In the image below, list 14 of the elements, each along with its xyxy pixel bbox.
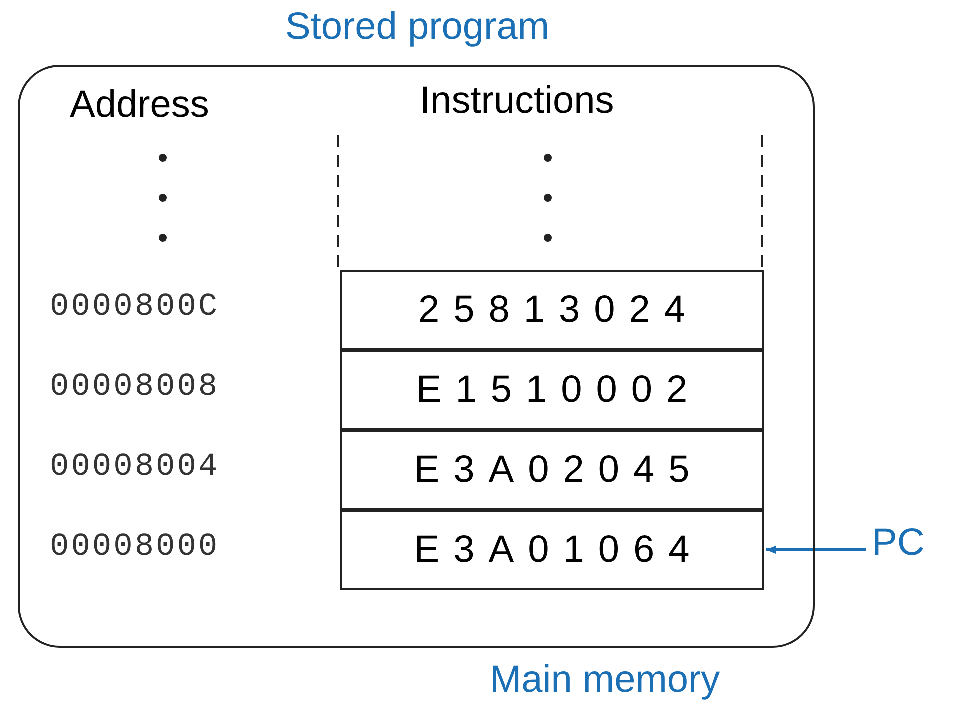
memory-caption: Main memory: [490, 659, 720, 702]
arrow: [766, 546, 866, 554]
memory-cell: E3A02045: [340, 430, 764, 510]
memory-cell: 25813024: [340, 270, 764, 350]
memory-cell: E3A01064: [340, 510, 764, 590]
pointer-label: PC: [872, 522, 925, 565]
address-label: 00008008: [50, 368, 220, 405]
address-label: 00008000: [50, 528, 220, 565]
column-heading: Address: [70, 84, 210, 127]
diagram-title: Stored program: [284, 6, 550, 49]
address-label: 0000800C: [50, 288, 220, 325]
column-heading: Instructions: [420, 80, 614, 123]
memory-cell: E1510002: [340, 350, 764, 430]
address-label: 00008004: [50, 448, 220, 485]
